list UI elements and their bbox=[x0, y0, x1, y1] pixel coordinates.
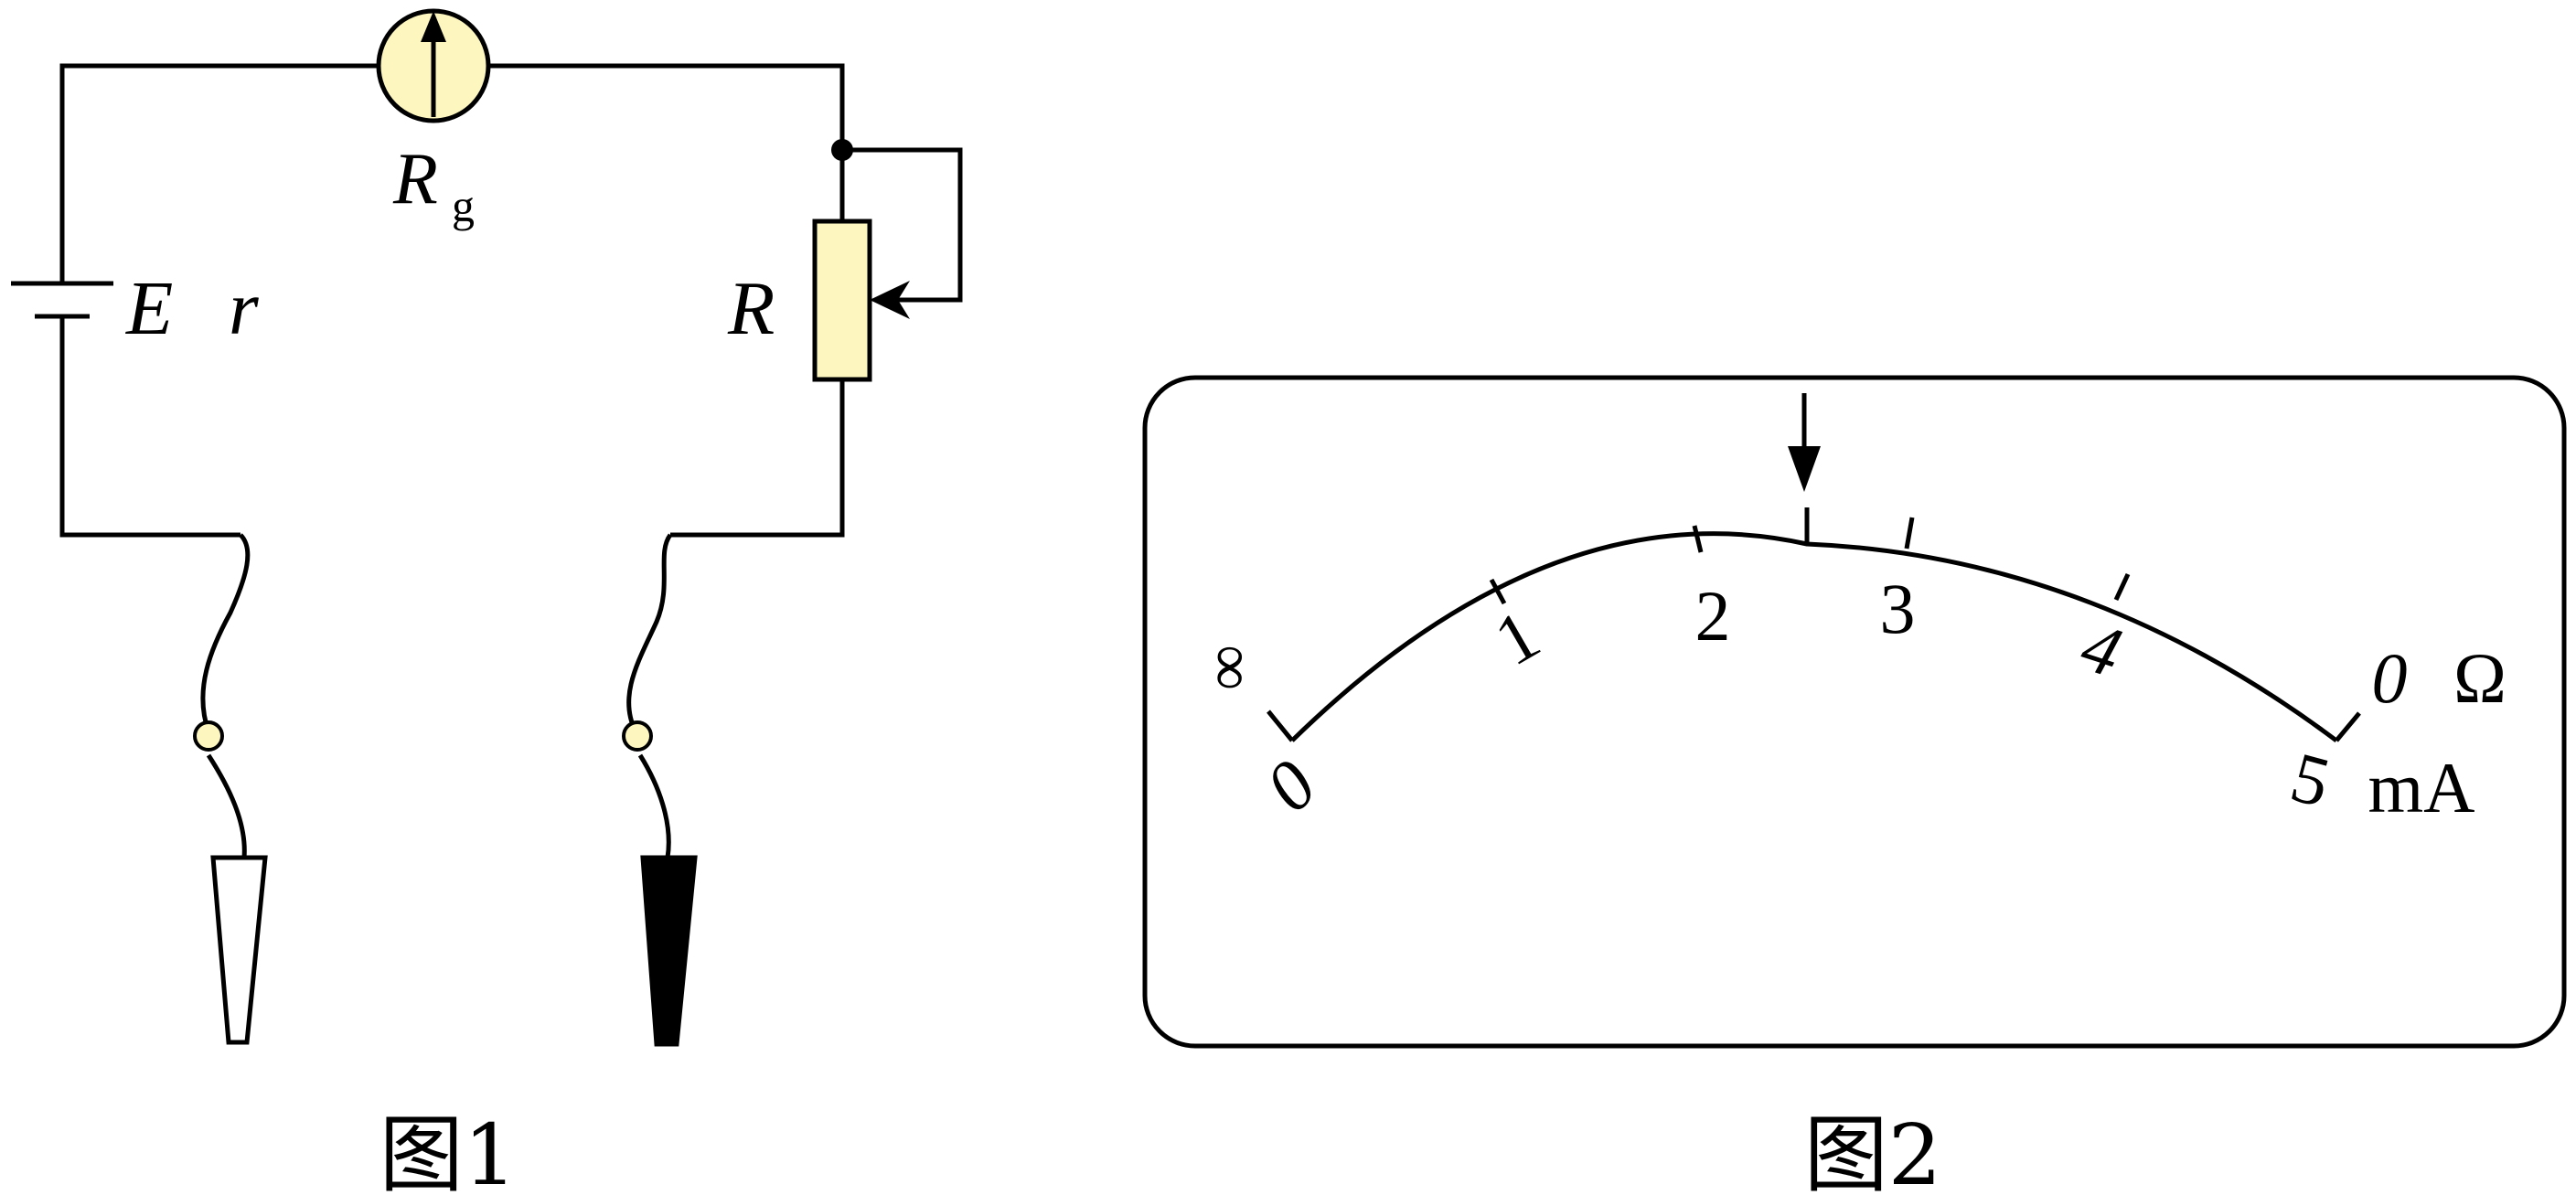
meter-face bbox=[1142, 375, 2567, 1049]
emf-label: E bbox=[125, 266, 173, 351]
scale-end-tick-right bbox=[2335, 711, 2361, 742]
black-probe-lead bbox=[626, 533, 673, 859]
rheostat-body bbox=[812, 219, 872, 382]
ohm-scale-label-1: 1 bbox=[1481, 594, 1552, 681]
wire-top-right bbox=[488, 63, 845, 221]
wire-top-left bbox=[59, 63, 379, 283]
ohm-scale-label-infinity: ∞ bbox=[1192, 645, 1263, 690]
ohm-scale-label-0: 0 bbox=[2372, 638, 2408, 718]
ma-scale-label-0: 0 bbox=[1250, 745, 1331, 827]
ma-scale-label-5: 5 bbox=[2283, 736, 2338, 822]
rheostat-slider-wire bbox=[842, 147, 963, 303]
ohm-unit-label: Ω bbox=[2453, 638, 2507, 718]
galvanometer-label: R bbox=[392, 139, 438, 219]
black-probe-terminal bbox=[622, 720, 653, 752]
meter-scale-arc bbox=[1290, 531, 2338, 742]
ohm-scale-label-3: 3 bbox=[1880, 569, 1916, 648]
scale-tick-3 bbox=[1904, 517, 1915, 549]
black-probe-tip bbox=[640, 855, 698, 1047]
red-probe-tip bbox=[210, 855, 268, 1045]
figure-1-caption: 图1 bbox=[379, 1106, 518, 1195]
ohm-scale-label-2: 2 bbox=[1695, 576, 1731, 656]
ohm-scale-label-4: 4 bbox=[2072, 605, 2131, 692]
red-probe-lead bbox=[200, 533, 251, 859]
wire-right-lower bbox=[670, 379, 845, 538]
internal-resistance-label: r bbox=[229, 266, 259, 351]
pointer-arrow-icon bbox=[1788, 446, 1821, 492]
figure-2-caption: 图2 bbox=[1804, 1106, 1942, 1195]
galvanometer-arrow-icon bbox=[421, 11, 446, 42]
red-probe-terminal bbox=[193, 720, 224, 752]
scale-tick-4 bbox=[2113, 572, 2131, 602]
figure-2 bbox=[1142, 375, 2567, 1049]
rheostat-slider-arrow-icon bbox=[870, 281, 910, 319]
scale-tick-1 bbox=[1489, 578, 1507, 605]
figure-1 bbox=[11, 8, 963, 1047]
galvanometer-label-subscript: g bbox=[452, 180, 475, 231]
scale-tick-2 bbox=[1692, 525, 1704, 553]
ma-unit-label: mA bbox=[2368, 748, 2475, 827]
wire-left-lower bbox=[59, 316, 240, 538]
scale-end-tick-left bbox=[1267, 710, 1294, 742]
rheostat-label: R bbox=[727, 266, 775, 351]
